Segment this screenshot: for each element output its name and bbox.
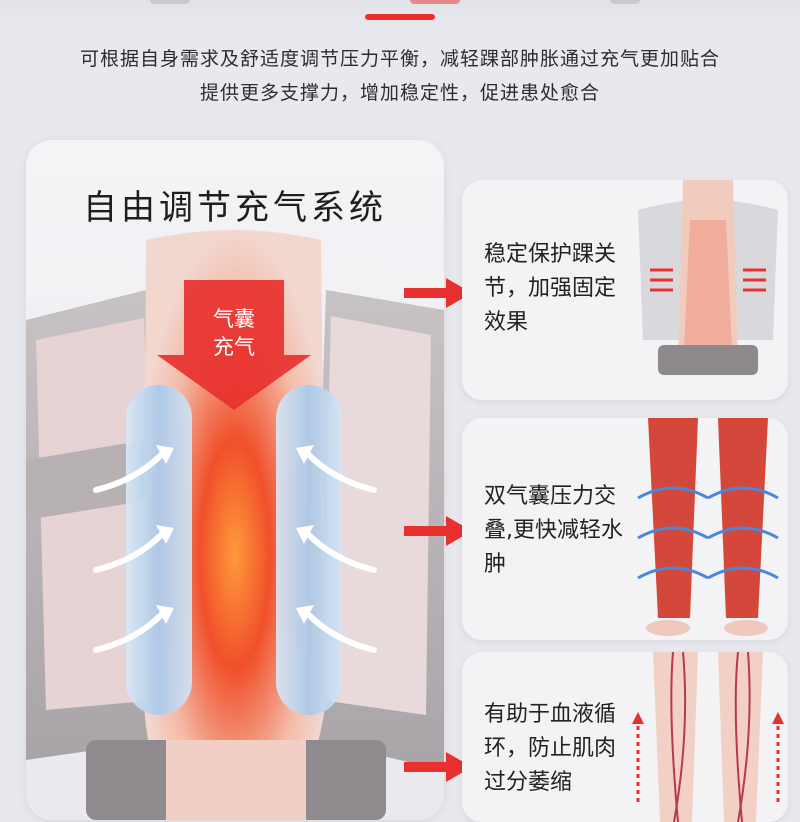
airbag-label-line-2: 充气 xyxy=(213,335,255,359)
down-arrow-icon xyxy=(157,280,311,410)
feature-card-stability: 稳定保护踝关节，加强固定效果 xyxy=(462,180,788,400)
intro-line-1: 可根据自身需求及舒适度调节压力平衡，减轻踝部肿胀通过充气更加贴合 xyxy=(79,48,720,70)
arrowheads-left xyxy=(156,445,174,624)
legs-vessel-illustration xyxy=(632,652,784,822)
flow-arrow-icon xyxy=(637,486,779,580)
right-arrow-icon xyxy=(404,516,472,546)
left-airbag xyxy=(126,385,192,715)
foot-top xyxy=(166,740,306,820)
inflation-system-card: 自由调节充气系统 气囊 充气 xyxy=(26,140,444,820)
arrowheads-right xyxy=(296,445,314,624)
brace-lining-right xyxy=(321,316,431,715)
right-arrow-icon xyxy=(404,752,472,782)
brace-side-illustration xyxy=(638,180,778,375)
feature-card-circulation: 有助于血液循环，防止肌肉过分萎缩 xyxy=(462,652,788,822)
inflation-arrows-left xyxy=(93,452,164,653)
feature-text: 双气囊压力交叠,更快减轻水肿 xyxy=(484,484,623,577)
ankle-brace-illustration xyxy=(26,230,444,820)
airbag-label-line-1: 气囊 xyxy=(213,307,255,331)
feature-card-dual-airbag: 双气囊压力交叠,更快减轻水肿 xyxy=(462,418,788,640)
intro-line-2: 提供更多支撑力，增加稳定性，促进患处愈合 xyxy=(199,82,600,104)
inflation-arrows-right xyxy=(306,452,377,653)
brace-strap xyxy=(26,440,151,520)
legs-muscle-illustration xyxy=(637,418,779,636)
banner-fragment xyxy=(410,0,460,4)
title-accent-bar xyxy=(365,14,435,20)
banner-fragment xyxy=(610,0,640,4)
banner-fragment xyxy=(150,0,190,4)
feature-text: 有助于血液循环，防止肌肉过分萎缩 xyxy=(484,702,617,795)
top-banner xyxy=(0,0,800,30)
main-title: 自由调节充气系统 xyxy=(83,188,387,228)
right-arrow-icon xyxy=(404,278,472,308)
airbag-label: 气囊 充气 xyxy=(194,305,274,361)
feature-text: 稳定保护踝关节，加强固定效果 xyxy=(484,242,617,335)
